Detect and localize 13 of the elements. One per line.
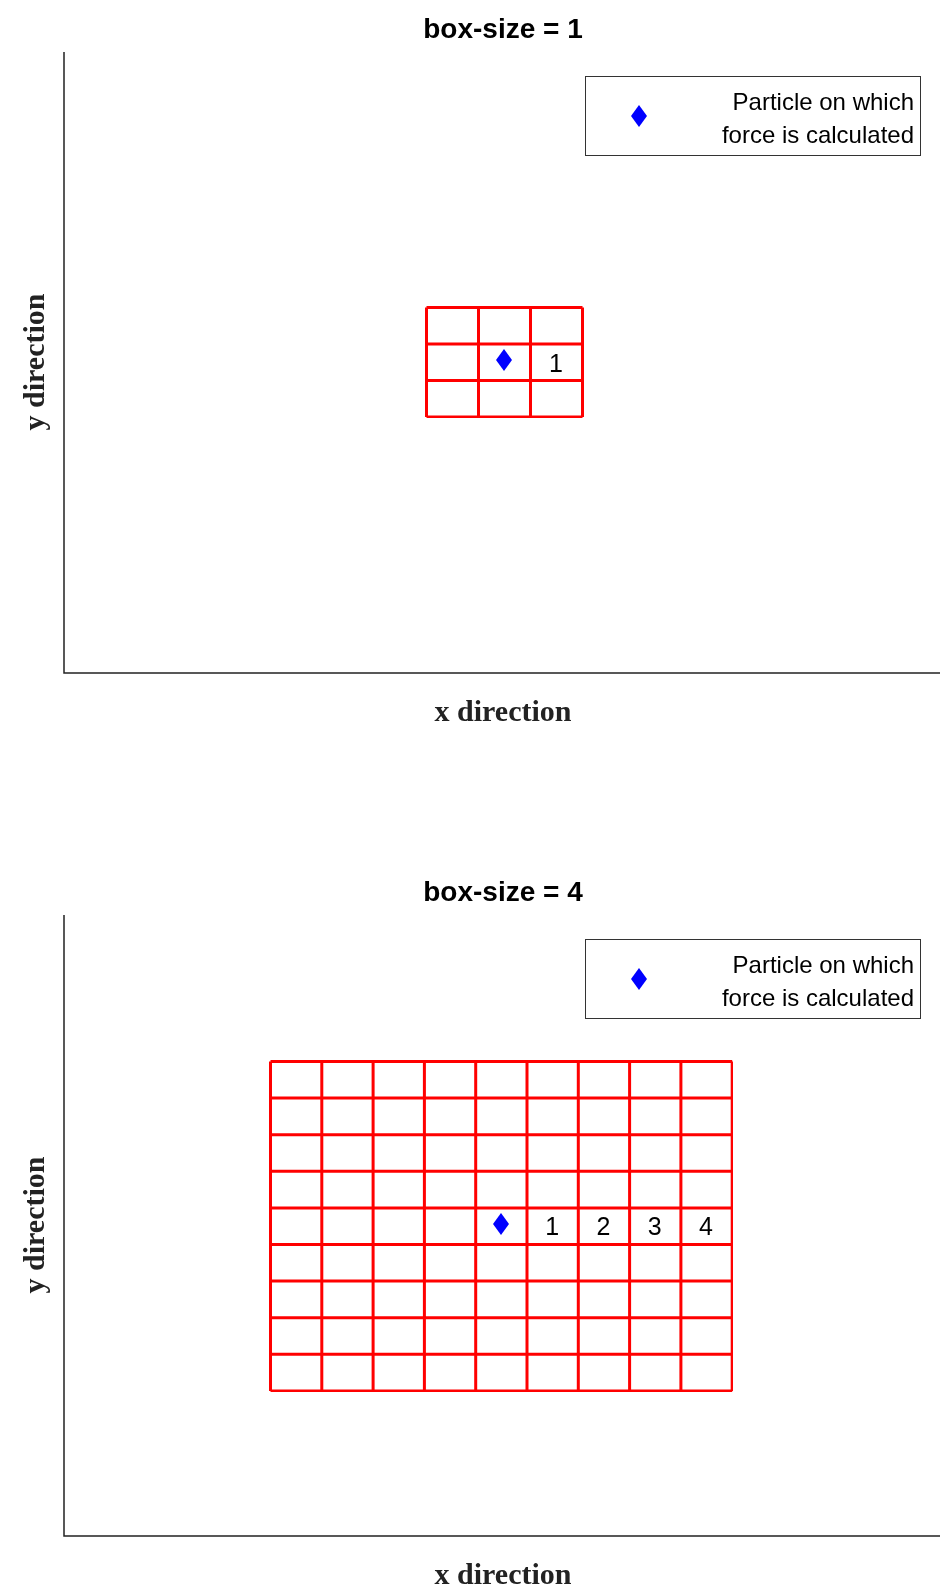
cell-number: 3 [646,1211,663,1242]
y-axis-label: y direction [15,1156,51,1294]
cell-number: 2 [595,1211,612,1242]
cell-number: 1 [548,347,564,378]
legend-text: Particle on which force is calculated [720,87,914,150]
y-axis-label: y direction [15,293,51,431]
cell-number: 4 [698,1211,714,1242]
x-axis-label: x direction [434,693,572,729]
legend-text: Particle on which force is calculated [720,950,914,1013]
plot-title: box-size = 1 [423,12,583,46]
plot-title: box-size = 4 [423,875,583,909]
cell-number: 1 [544,1211,561,1242]
x-axis-label: x direction [434,1556,572,1589]
